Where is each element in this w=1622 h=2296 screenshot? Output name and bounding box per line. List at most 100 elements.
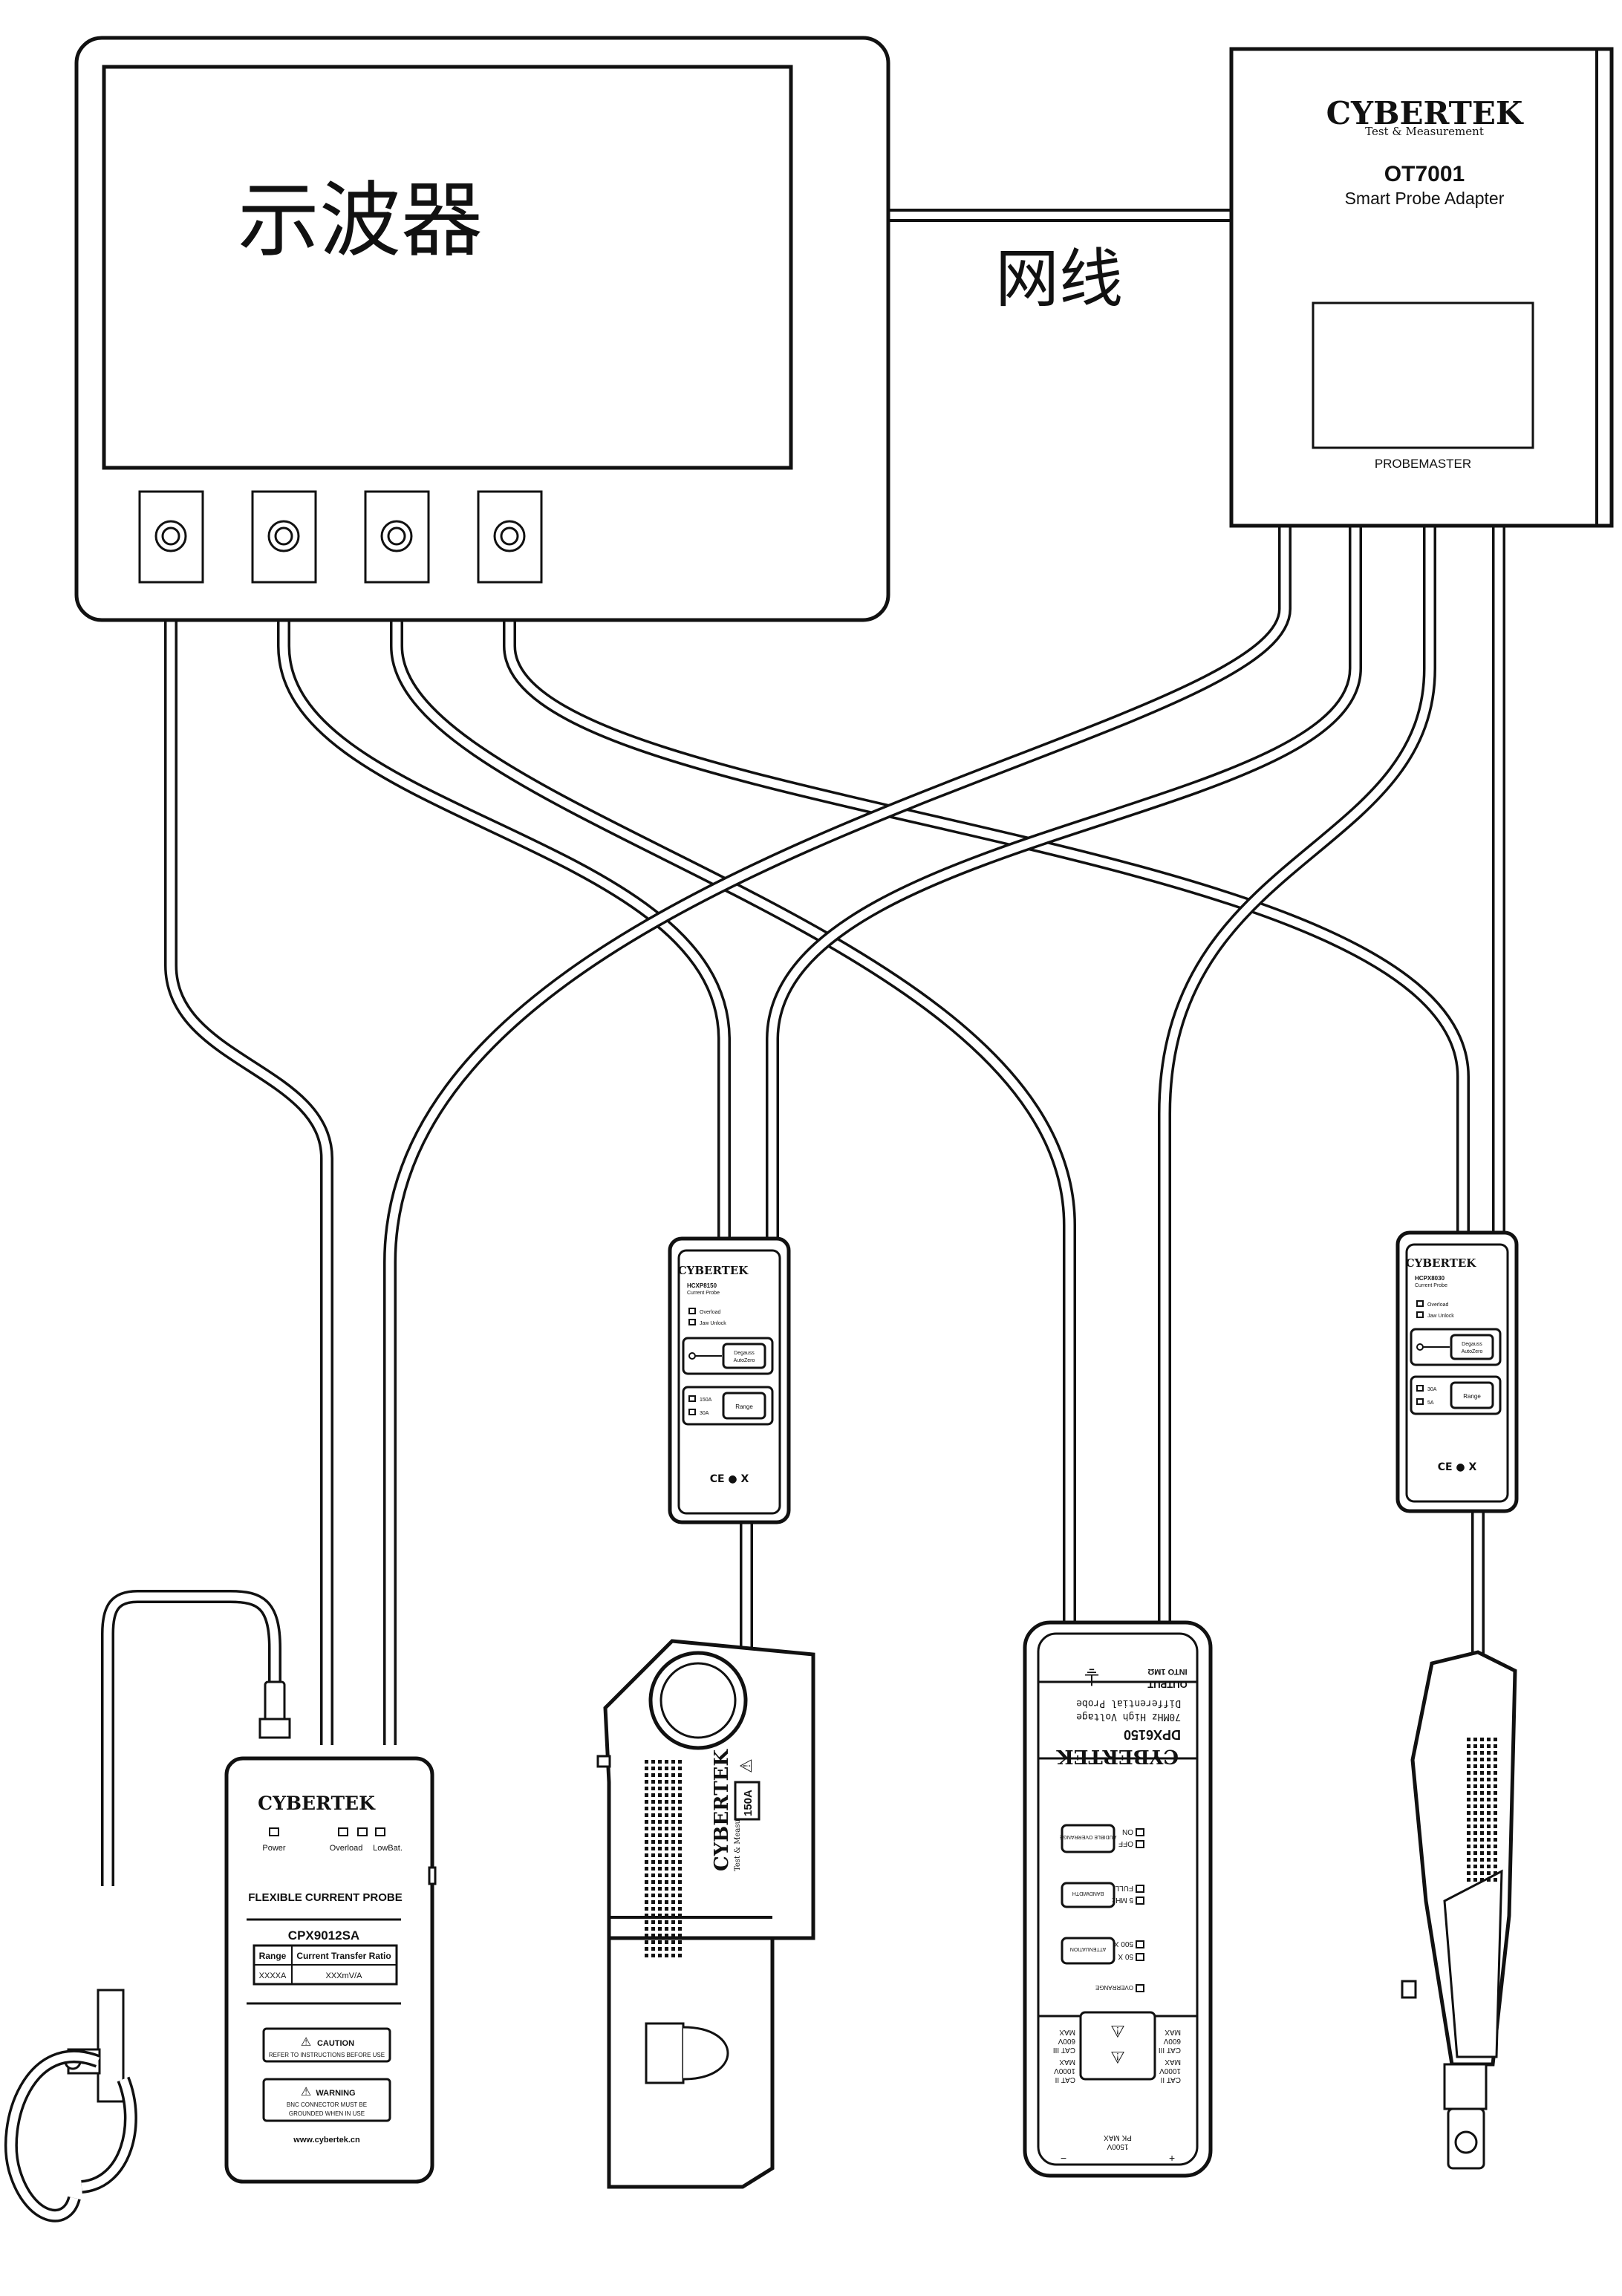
grille-dot	[665, 1847, 668, 1850]
grille-dot	[1473, 1858, 1477, 1862]
grille-dot	[671, 1927, 675, 1931]
clamp-8030-grille	[1467, 1738, 1497, 1882]
hcpx8030-degauss-button[interactable]	[1450, 1334, 1494, 1360]
dpx-overrange: OVERRANGE	[1095, 1984, 1133, 1991]
grille-dot	[645, 1787, 648, 1790]
cables	[101, 526, 1505, 1886]
grille-dot	[1487, 1751, 1491, 1755]
grille-dot	[1494, 1845, 1497, 1848]
grille-dot	[645, 1807, 648, 1810]
grille-dot	[678, 1773, 682, 1777]
grille-dot	[665, 1813, 668, 1817]
cable-adapter-to-hcpx8150	[766, 526, 1362, 1239]
grille-dot	[1473, 1865, 1477, 1868]
grille-dot	[1480, 1791, 1484, 1795]
grille-dot	[645, 1827, 648, 1830]
grille-dot	[665, 1860, 668, 1864]
dpx-left-rating-1: 1000V	[1159, 2067, 1181, 2075]
grille-dot	[678, 1900, 682, 1904]
grille-dot	[651, 1820, 655, 1824]
dpx-left-rating-5: MAX	[1165, 2028, 1181, 2036]
grille-dot	[645, 1934, 648, 1937]
grille-dot	[645, 1840, 648, 1844]
grille-dot	[651, 1900, 655, 1904]
dpx-audible-label: AUDIBLE OVERRANGE	[1059, 1834, 1116, 1839]
hcpx8150-range-button[interactable]	[722, 1392, 766, 1420]
grille-dot	[658, 1780, 662, 1784]
dpx-right-rating-1: 1000V	[1054, 2067, 1075, 2075]
grille-dot	[1473, 1784, 1477, 1788]
grille-dot	[671, 1773, 675, 1777]
grille-dot	[665, 1927, 668, 1931]
hcpx8030-model: HCPX8030	[1415, 1275, 1445, 1282]
cable-adapter-to-dpx	[1158, 526, 1436, 1622]
grille-dot	[1467, 1778, 1470, 1781]
cpx-warning-icon: ⚠	[301, 2084, 311, 2098]
dpx-bandwidth-button[interactable]	[1061, 1882, 1115, 1908]
grille-dot	[671, 1780, 675, 1784]
grille-dot	[1473, 1831, 1477, 1835]
hcpx8030-subtitle: Current Probe	[1415, 1283, 1447, 1288]
grille-dot	[1473, 1798, 1477, 1801]
grille-dot	[678, 1867, 682, 1871]
grille-dot	[1487, 1778, 1491, 1781]
grille-dot	[645, 1900, 648, 1904]
cable-adapter-to-cpx	[383, 526, 1292, 1745]
hcpx8150-brand: CYBERTEK	[678, 1264, 749, 1277]
grille-dot	[665, 1940, 668, 1944]
grille-dot	[658, 1833, 662, 1837]
dpx-desc-2: Differential Probe	[1076, 1697, 1181, 1709]
dpx-left-rating-4: 600V	[1163, 2037, 1181, 2045]
grille-dot	[645, 1867, 648, 1871]
grille-dot	[1467, 1824, 1470, 1828]
grille-dot	[658, 1793, 662, 1797]
dpx-audible-button[interactable]	[1061, 1824, 1115, 1853]
dpx-attenuation-label: ATTENUATION	[1070, 1946, 1106, 1951]
dpx-left-rating-3: CAT III	[1159, 2046, 1181, 2054]
grille-dot	[1467, 1804, 1470, 1808]
channel-1-bnc[interactable]	[138, 490, 204, 584]
grille-dot	[658, 1813, 662, 1817]
hcpx8030-range-button[interactable]	[1450, 1381, 1494, 1409]
grille-dot	[1480, 1818, 1484, 1822]
grille-dot	[678, 1907, 682, 1911]
channel-3-bnc[interactable]	[364, 490, 430, 584]
grille-dot	[671, 1840, 675, 1844]
hcpx8150-degauss-button[interactable]	[722, 1343, 766, 1369]
channel-4-bnc[interactable]	[477, 490, 543, 584]
grille-dot	[1494, 1838, 1497, 1842]
grille-dot	[658, 1954, 662, 1957]
channel-2-bnc[interactable]	[251, 490, 317, 584]
grille-dot	[1473, 1845, 1477, 1848]
cpx-brand: CYBERTEK	[258, 1793, 376, 1814]
grille-dot	[1487, 1804, 1491, 1808]
grille-dot	[645, 1833, 648, 1837]
dpx-attenuation-button[interactable]	[1061, 1937, 1115, 1965]
cable-ch1-to-cpx	[164, 536, 333, 1745]
clamp-warning-icon: ⚠	[737, 1758, 756, 1773]
grille-dot	[1467, 1878, 1470, 1882]
cpx-led-lowbat-label: LowBat.	[373, 1844, 403, 1853]
grille-dot	[651, 1914, 655, 1917]
hcpx8150-autozero-label: AutoZero	[734, 1358, 755, 1363]
grille-dot	[678, 1793, 682, 1797]
grille-dot	[1467, 1771, 1470, 1775]
dpx-warning-icon-2: ⚠	[1110, 2021, 1125, 2040]
grille-dot	[665, 1787, 668, 1790]
grille-dot	[1467, 1845, 1470, 1848]
hcpx8150-marks: CE ● X	[710, 1473, 749, 1485]
cpx-led-overload-label: Overload	[330, 1844, 363, 1853]
grille-dot	[658, 1873, 662, 1877]
grille-dot	[651, 1873, 655, 1877]
grille-dot	[1467, 1791, 1470, 1795]
grille-dot	[1494, 1831, 1497, 1835]
grille-dot	[645, 1780, 648, 1784]
grille-dot	[1480, 1804, 1484, 1808]
grille-dot	[1473, 1758, 1477, 1761]
cpx-caution-icon: ⚠	[301, 2035, 311, 2049]
grille-dot	[645, 1887, 648, 1891]
grille-dot	[1494, 1858, 1497, 1862]
grille-dot	[1480, 1858, 1484, 1862]
grille-dot	[1487, 1824, 1491, 1828]
